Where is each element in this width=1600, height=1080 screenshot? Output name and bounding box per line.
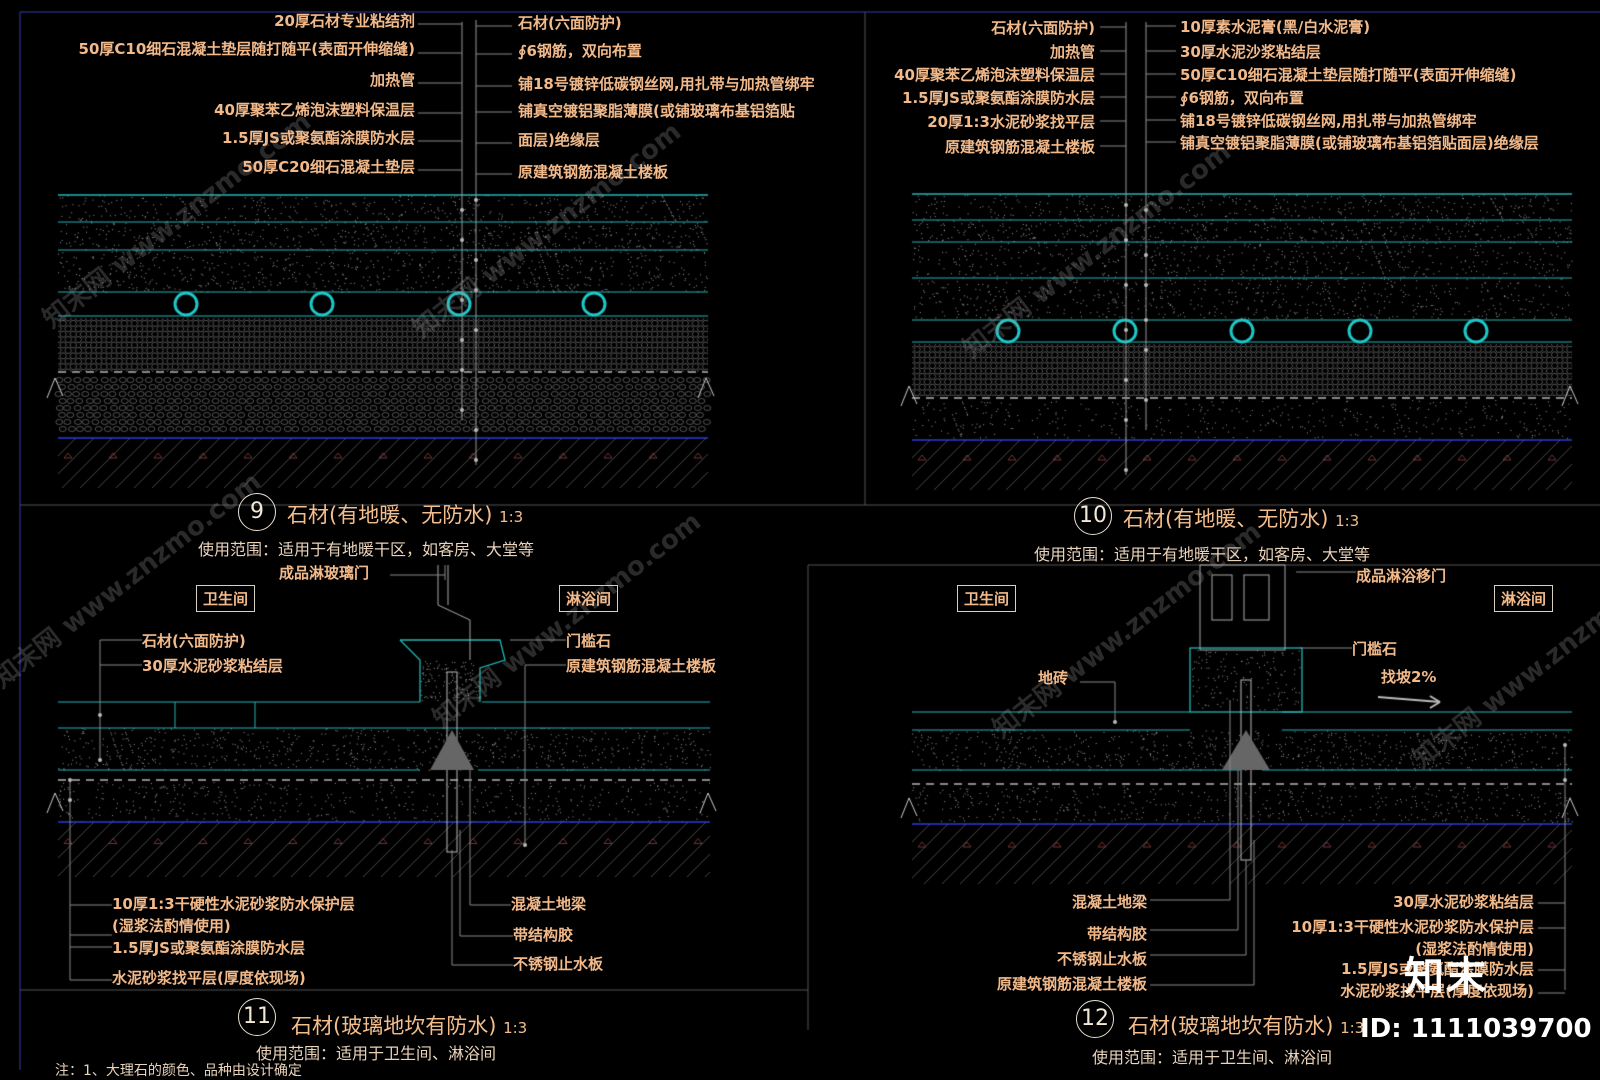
d9-label-left-3: 加热管 [369, 71, 415, 89]
d12-label-threshold: 门槛石 [1352, 640, 1398, 658]
d12-door-label: 成品淋浴移门 [1356, 567, 1447, 585]
d12-usage: 使用范围：适用于卫生间、淋浴间 [1092, 1048, 1333, 1067]
d11-label-glue: 带结构胶 [513, 926, 574, 944]
d12-label-bottom-right-2: 10厚1:3干硬性水泥砂浆防水保护层 [1291, 918, 1534, 936]
d9-label-right-6: 原建筑钢筋混凝土楼板 [518, 163, 669, 181]
d12-room-left: 卫生间 [957, 585, 1017, 612]
d12-label-slope: 找坡2% [1381, 668, 1437, 686]
d11-detail-number: 11 [238, 998, 276, 1036]
d10-label-right-4: ∮6钢筋，双向布置 [1180, 89, 1304, 107]
d10-label-left-6: 原建筑钢筋混凝土楼板 [944, 138, 1095, 156]
d10-label-left-5: 20厚1:3水泥砂浆找平层 [927, 113, 1095, 131]
d11-label-right-2: 原建筑钢筋混凝土楼板 [566, 657, 717, 675]
d12-label-bottom-right-3: (湿浆法酌情使用) [1415, 940, 1534, 958]
d12-label-bottom-right-4: 1.5厚JS或聚氨酯涂膜防水层 [1341, 960, 1534, 978]
d9-label-left-5: 1.5厚JS或聚氨酯涂膜防水层 [222, 129, 415, 147]
d9-label-right-5: 面层)绝缘层 [518, 131, 600, 149]
d9-label-left-2: 50厚C10细石混凝土垫层随打随平(表面开伸缩缝) [78, 40, 415, 58]
d9-detail-number: 9 [238, 493, 276, 531]
d10-detail-number: 10 [1074, 497, 1112, 535]
d9-usage: 使用范围：适用于有地暖干区，如客房、大堂等 [198, 540, 535, 559]
d12-label-bottom-right-5: 水泥砂浆找平层(厚度依现场) [1340, 982, 1534, 1000]
image-id: ID: 1111039700 [1360, 1014, 1592, 1044]
d11-footnote: 注：1、大理石的颜色、品种由设计确定 [55, 1063, 302, 1079]
d10-label-left-2: 加热管 [1049, 43, 1095, 61]
d12-room-right: 淋浴间 [1494, 585, 1554, 612]
d11-door-label: 成品淋玻璃门 [279, 564, 370, 582]
d11-label-bottom-2: (湿浆法酌情使用) [112, 917, 231, 935]
d9-label-left-6: 50厚C20细石混凝土垫层 [242, 158, 415, 176]
d12-label-tile: 地砖 [1038, 669, 1069, 687]
d9-label-left-4: 40厚聚苯乙烯泡沫塑料保温层 [214, 101, 415, 119]
brand-logo: 知末 [1404, 954, 1488, 1000]
d11-usage: 使用范围：适用于卫生间、淋浴间 [256, 1044, 497, 1063]
d9-label-left-1: 20厚石材专业粘结剂 [274, 12, 415, 30]
d11-label-left-1: 石材(六面防护) [142, 632, 246, 650]
d10-label-right-1: 10厚素水泥膏(黑/白水泥膏) [1180, 18, 1371, 36]
d9-label-right-3: 铺18号镀锌低碳钢丝网,用扎带与加热管绑牢 [518, 75, 815, 93]
d12-label-bottom-left-4: 原建筑钢筋混凝土楼板 [996, 975, 1147, 993]
d11-room-right: 淋浴间 [559, 585, 619, 612]
d11-label-bottom-3: 1.5厚JS或聚氨酯涂膜防水层 [112, 939, 305, 957]
d12-detail-number: 12 [1076, 1000, 1114, 1038]
d9-label-right-1: 石材(六面防护) [518, 14, 622, 32]
d11-label-right-1: 门槛石 [566, 632, 612, 650]
d10-title: 石材(有地暖、无防水) 1:3 [1123, 507, 1360, 531]
d10-usage: 使用范围：适用于有地暖干区，如客房、大堂等 [1034, 545, 1371, 564]
d10-label-left-1: 石材(六面防护) [991, 19, 1095, 37]
d10-label-right-6: 铺真空镀铝聚脂薄膜(或铺玻璃布基铝箔贴面层)绝缘层 [1180, 134, 1539, 152]
d12-title: 石材(玻璃地坎有防水) 1:3 [1128, 1014, 1365, 1038]
d11-label-bottom-4: 水泥砂浆找平层(厚度依现场) [112, 969, 306, 987]
d11-label-bottom-1: 10厚1:3干硬性水泥砂浆防水保护层 [112, 895, 355, 913]
d12-label-bottom-left-2: 带结构胶 [1086, 925, 1147, 943]
d12-label-bottom-left-3: 不锈钢止水板 [1056, 950, 1147, 968]
d9-label-right-4: 铺真空镀铝聚脂薄膜(或铺玻璃布基铝箔贴 [518, 102, 795, 120]
d11-title: 石材(玻璃地坎有防水) 1:3 [291, 1014, 528, 1038]
d10-label-right-5: 铺18号镀锌低碳钢丝网,用扎带与加热管绑牢 [1180, 112, 1477, 130]
d12-label-bottom-right-1: 30厚水泥砂浆粘结层 [1393, 893, 1534, 911]
d12-label-bottom-left-1: 混凝土地梁 [1071, 893, 1147, 911]
d11-label-waterstop: 不锈钢止水板 [513, 955, 604, 973]
d10-label-right-3: 50厚C10细石混凝土垫层随打随平(表面开伸缩缝) [1180, 66, 1517, 84]
d10-label-left-4: 1.5厚JS或聚氨酯涂膜防水层 [902, 89, 1095, 107]
d9-label-right-2: ∮6钢筋，双向布置 [518, 42, 642, 60]
d10-label-left-3: 40厚聚苯乙烯泡沫塑料保温层 [894, 66, 1095, 84]
d11-label-left-2: 30厚水泥砂浆粘结层 [142, 657, 283, 675]
d11-room-left: 卫生间 [196, 585, 256, 612]
d9-title: 石材(有地暖、无防水) 1:3 [287, 503, 524, 527]
d11-label-beam: 混凝土地梁 [511, 895, 587, 913]
d10-label-right-2: 30厚水泥沙浆粘结层 [1180, 43, 1321, 61]
